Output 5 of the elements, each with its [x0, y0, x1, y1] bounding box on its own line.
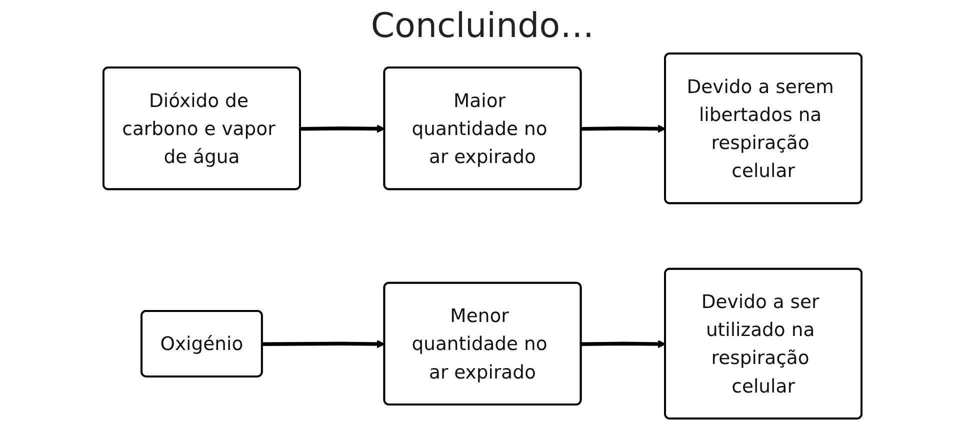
diagram-title: Concluindo… — [370, 6, 594, 46]
arrow — [262, 340, 386, 348]
arrow — [300, 124, 386, 133]
arrow — [581, 124, 666, 133]
arrow — [581, 340, 666, 348]
